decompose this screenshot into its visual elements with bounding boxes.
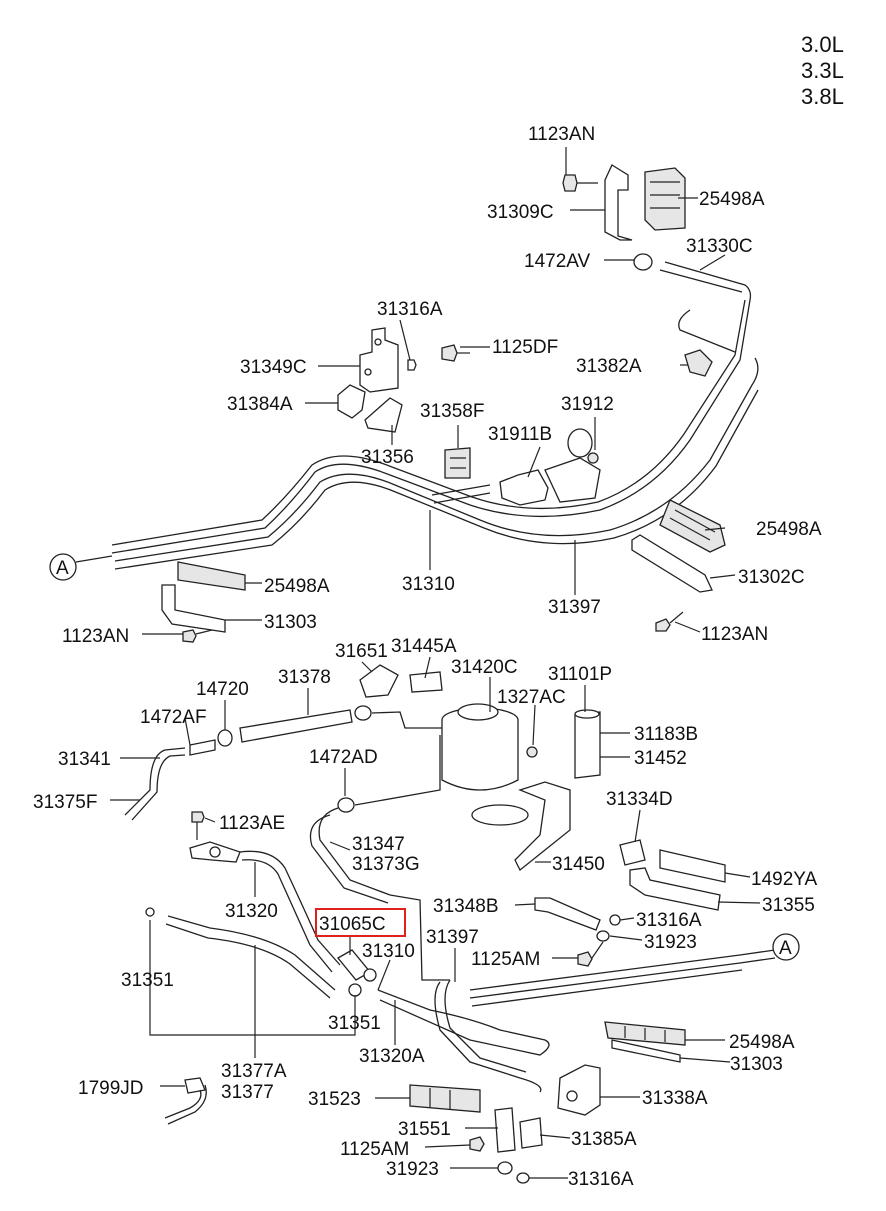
part-label: 31320A [359,1046,425,1067]
part-label: 31373G [352,854,420,875]
part-label: 31183B [634,724,698,745]
part-label: 31378 [278,667,331,688]
part-label: 1472AF [140,707,207,728]
part-label: 31310 [362,941,415,962]
part-label: 31310 [402,574,455,595]
part-label: 31351 [121,970,174,991]
connector-markers: A A [49,553,800,961]
part-label: 31334D [606,789,673,810]
part-labels: 1123AN 31309C 25498A 1472AV 31330C 31316… [33,124,822,1190]
engine-variants: 3.0L 3.3L 3.8L [801,32,844,109]
part-label: 31349C [240,357,307,378]
part-label: 31384A [227,394,293,415]
part-label: 31923 [644,932,697,953]
part-label: 31303 [264,612,317,633]
part-label: 1472AD [309,747,378,768]
engine-variant: 3.3L [801,58,844,83]
part-label: 31651 [335,641,388,662]
part-label: 31923 [386,1159,439,1180]
part-label: 1123AN [528,124,595,145]
part-label: 31377A [221,1061,287,1082]
part-label: 31316A [377,299,443,320]
part-label: 1125DF [492,337,558,358]
part-label: 1799JD [78,1078,144,1099]
part-drawings [111,164,776,1184]
engine-variant: 3.0L [801,32,844,57]
part-label: 25498A [729,1032,795,1053]
part-label: 31338A [642,1088,708,1109]
part-label: 31316A [636,910,702,931]
part-label: 1472AV [524,251,591,272]
part-label: 1123AN [62,626,129,647]
part-label: 31316A [568,1169,634,1190]
connector-label: A [56,558,69,579]
part-label: 31452 [634,748,687,769]
part-label: 31358F [420,401,484,422]
part-label: 25498A [264,576,330,597]
part-label: 31420C [451,657,518,678]
part-label: 31101P [548,664,612,685]
highlight-box [315,908,406,937]
part-label: 1125AM [340,1139,409,1160]
part-label: 31377 [221,1082,274,1103]
part-label: 14720 [196,679,249,700]
highlighted-part-label: 31065C [319,914,386,935]
part-label: 31347 [352,834,405,855]
part-label: 1492YA [751,869,818,890]
part-label: 31309C [487,202,554,223]
part-label: 31397 [548,597,601,618]
part-label: 31351 [328,1013,381,1034]
part-label: 31397 [426,927,479,948]
part-label: 31385A [571,1129,637,1150]
part-label: 31330C [686,236,753,257]
connector-circle [772,933,800,961]
part-label: 25498A [699,189,765,210]
part-label: 31912 [561,394,614,415]
part-label: 1125AM [471,949,540,970]
part-label: 31523 [308,1089,361,1110]
part-label: 31303 [730,1054,783,1075]
part-label: 25498A [756,519,822,540]
part-label: 31302C [738,567,805,588]
part-label: 31450 [552,854,605,875]
part-label: 31356 [361,447,414,468]
part-label: 31375F [33,792,97,813]
connector-circle [49,553,77,581]
part-label: 1123AE [219,813,285,834]
part-label: 31320 [225,901,278,922]
part-label: 31341 [58,749,111,770]
part-label: 31382A [576,356,642,377]
part-label: 31355 [762,895,815,916]
part-label: 31551 [398,1119,451,1140]
part-label: 31445A [391,636,457,657]
part-label: 1123AN [701,624,768,645]
connector-label: A [779,938,792,959]
part-label: 31911B [488,424,552,445]
leader-lines [110,147,761,1179]
engine-variant: 3.8L [801,84,844,109]
part-label: 1327AC [497,687,566,708]
part-label: 31348B [433,896,499,917]
